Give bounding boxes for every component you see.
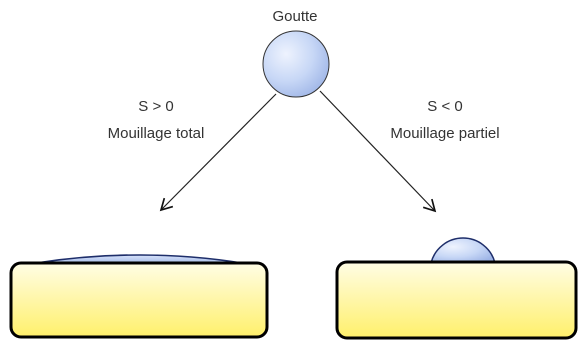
drop-label: Goutte — [272, 8, 318, 25]
drop-shape — [262, 30, 330, 98]
right-wetting-label: Mouillage partiel — [390, 125, 500, 142]
right-condition-label: S < 0 — [427, 98, 463, 115]
left-arrow — [159, 93, 277, 212]
spread-drop-film — [35, 254, 243, 264]
partial-wetting-case — [335, 237, 578, 340]
left-condition-label: S > 0 — [138, 98, 174, 115]
right-substrate — [335, 260, 578, 340]
right-arrow — [319, 90, 437, 213]
total-wetting-case — [9, 254, 269, 339]
partial-drop — [430, 237, 496, 264]
left-wetting-label: Mouillage total — [107, 125, 205, 142]
left-substrate — [9, 261, 269, 339]
initial-drop — [262, 30, 330, 98]
